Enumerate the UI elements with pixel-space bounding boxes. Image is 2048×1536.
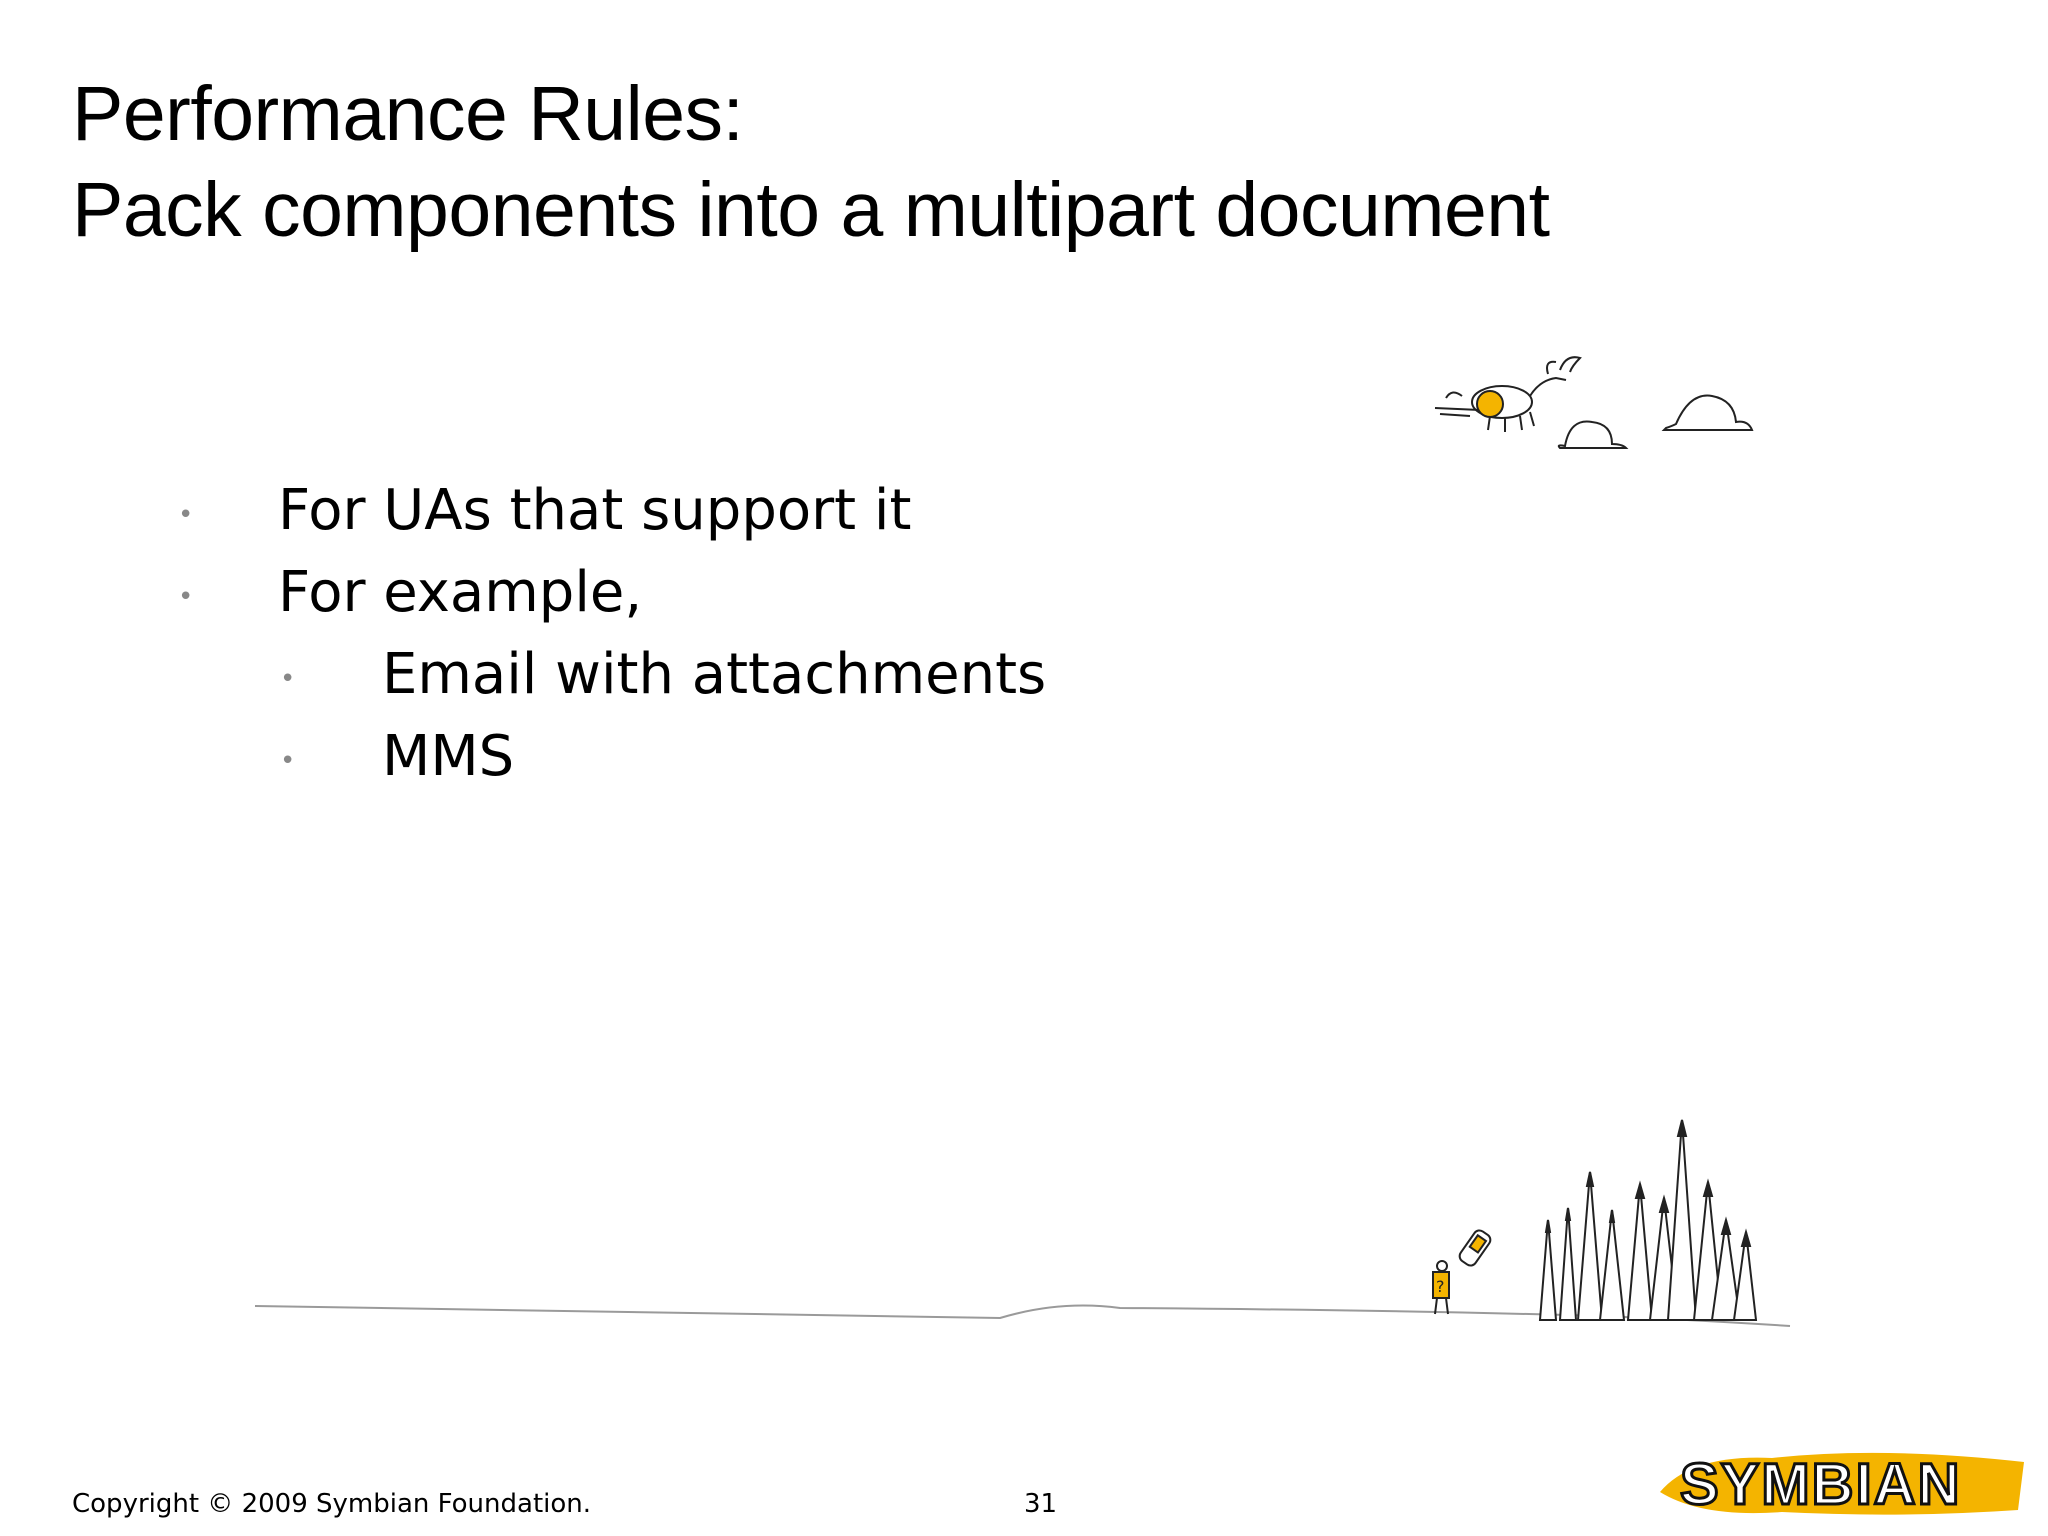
sub-bullet-item: • Email with attachments: [0, 640, 1200, 722]
pencil-forest-icon: [1538, 1119, 1758, 1321]
bullet-dot-icon: •: [280, 664, 296, 694]
symbian-logo-graphic: SYMBIAN: [1660, 1451, 2024, 1519]
bullet-text: For example,: [278, 560, 643, 625]
page-number: 31: [1024, 1489, 1058, 1519]
cloud-icon: [1661, 394, 1754, 431]
copyright-text: Copyright © 2009 Symbian Foundation.: [72, 1489, 592, 1519]
slide-title: Performance Rules: Pack components into …: [72, 66, 1550, 258]
logo-text: SYMBIAN: [1680, 1452, 1961, 1517]
person-figure-icon: ?: [1432, 1260, 1450, 1315]
bullet-dot-icon: •: [178, 582, 194, 612]
title-line-2: Pack components into a multipart documen…: [72, 167, 1550, 253]
title-line-1: Performance Rules:: [72, 71, 744, 157]
cloud-icon: [1557, 420, 1629, 449]
bottle-icon: [1458, 1229, 1492, 1267]
flying-moose-icon: [1434, 356, 1582, 432]
svg-text:?: ?: [1436, 1277, 1445, 1296]
bullet-list: • For UAs that support it • For example,…: [0, 476, 1200, 804]
bullet-text: Email with attachments: [382, 642, 1047, 707]
bullet-dot-icon: •: [280, 746, 296, 776]
symbian-logo: SYMBIAN: [1652, 1432, 2032, 1528]
bullet-text: MMS: [382, 724, 515, 789]
bullet-dot-icon: •: [178, 500, 194, 530]
bullet-text: For UAs that support it: [278, 478, 912, 543]
bullet-item: • For example,: [0, 558, 1200, 640]
sub-bullet-item: • MMS: [0, 722, 1200, 804]
bullet-item: • For UAs that support it: [0, 476, 1200, 558]
